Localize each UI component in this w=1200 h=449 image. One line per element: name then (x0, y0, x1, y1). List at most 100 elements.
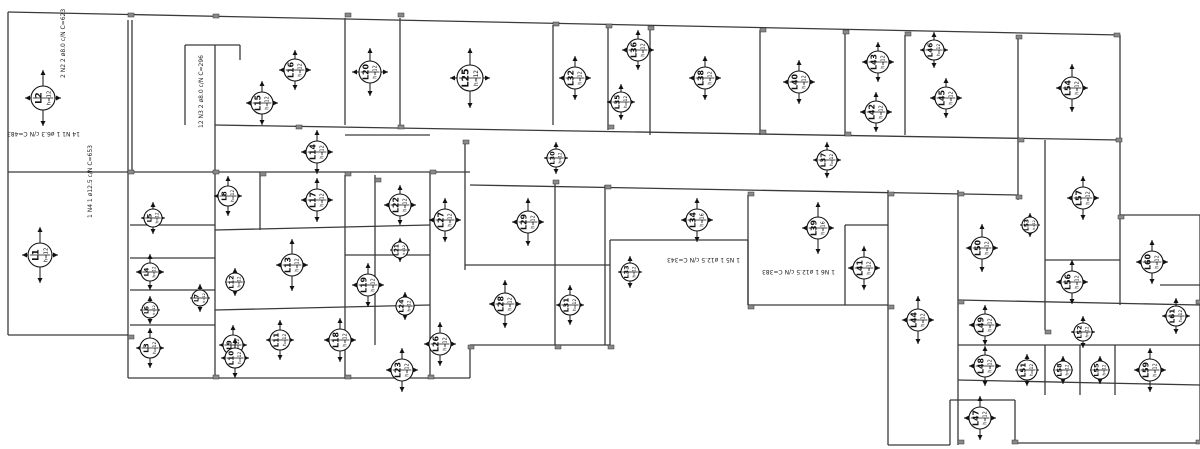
arrowhead (815, 202, 821, 207)
column-marker (1195, 439, 1200, 445)
arrowhead (708, 217, 713, 223)
slab-thickness: h=12 (405, 363, 411, 376)
arrowhead (716, 75, 721, 81)
arrowhead (829, 225, 834, 231)
rebar-note: 12 N3 2 ø8.0 c/N C=296 (198, 55, 205, 128)
arrowhead (1083, 85, 1088, 91)
slab-name: L33 (623, 265, 631, 278)
arrowhead (783, 79, 788, 85)
arrowhead (1147, 348, 1153, 353)
slab-name: L34 (689, 211, 698, 228)
arrowhead (467, 48, 473, 53)
slab-thickness: h=12 (235, 339, 241, 351)
column-marker (842, 29, 850, 35)
arrowhead (384, 202, 389, 208)
column-marker (127, 334, 135, 340)
slab-name: L13 (284, 257, 293, 273)
slab-name: L27 (437, 212, 446, 228)
slab-thickness: h=12 (881, 55, 887, 68)
slab-name: L20 (362, 63, 371, 80)
arrowhead (996, 363, 1001, 369)
slab-thickness: h=12 (988, 318, 994, 331)
arrowhead (567, 320, 573, 325)
column-marker (1113, 32, 1121, 38)
slab-name: L45 (938, 90, 947, 106)
slab-name: L28 (497, 296, 506, 312)
arrowhead (649, 47, 654, 53)
arrowhead (815, 249, 821, 254)
slab-thickness: h=12 (1075, 275, 1081, 288)
arrowhead (586, 75, 591, 81)
slab-name: L43 (870, 54, 879, 70)
column-marker (759, 129, 767, 135)
arrowhead (365, 302, 371, 307)
slab-thickness: h=12 (985, 241, 991, 254)
arrowhead (1134, 367, 1139, 373)
arrowhead (943, 113, 949, 118)
arrowhead (399, 387, 405, 392)
slab-thickness: h=12 (46, 91, 52, 106)
arrowhead (875, 42, 881, 47)
slab-name: L44 (910, 311, 919, 328)
slab-name: L7 (195, 294, 201, 302)
slab-thickness: h=12 (921, 313, 927, 326)
slab-thickness: h=16 (700, 213, 706, 226)
slab-name: L60 (1144, 253, 1153, 270)
arrowhead (1080, 215, 1086, 220)
slab-name: L59 (1142, 362, 1151, 378)
arrowhead (1097, 356, 1103, 361)
slab-thickness: h=12 (936, 44, 942, 56)
column-marker (554, 344, 562, 350)
arrowhead (1069, 299, 1075, 304)
slab-thickness: h=12 (988, 359, 994, 372)
slab-name: L51 (1019, 363, 1028, 378)
slab-thickness: h=12 (802, 75, 808, 88)
slab-thickness: h=12 (1029, 364, 1035, 376)
column-marker (1044, 329, 1052, 335)
column-marker (605, 23, 613, 29)
arrowhead (397, 220, 403, 225)
arrowhead (627, 283, 633, 288)
slab-thickness: h=12 (373, 65, 379, 78)
column-marker (844, 131, 852, 137)
slab-thickness: h=12 (320, 145, 326, 158)
arrowhead (232, 268, 238, 273)
slab-name: L4 (143, 267, 151, 276)
arrowhead (337, 357, 343, 362)
arrowhead (979, 267, 985, 272)
slab-name: L31 (562, 298, 571, 313)
slab-thickness: h=12 (578, 71, 584, 84)
arrowhead (328, 197, 333, 203)
slab-thickness: h=12 (152, 305, 156, 315)
wall-line (957, 379, 1200, 386)
slab-thickness: h=12 (1065, 364, 1070, 375)
arrowhead (964, 415, 969, 421)
column-marker (647, 25, 655, 31)
arrowhead (567, 285, 573, 290)
